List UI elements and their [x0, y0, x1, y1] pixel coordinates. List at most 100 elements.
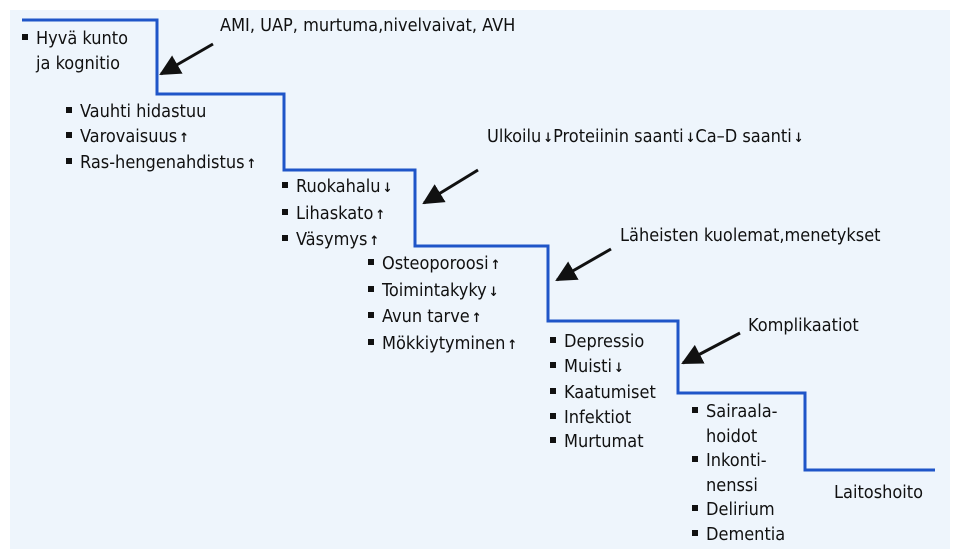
stage4-line: Muisti↓	[550, 355, 656, 382]
annotation3-text: Läheisten kuolemat,menetykset	[620, 224, 881, 249]
decline-staircase-line	[22, 18, 935, 472]
bullet-icon	[550, 337, 556, 343]
annotation1-label: AMI, UAP, murtuma,	[220, 15, 384, 36]
bullet-icon	[550, 412, 556, 419]
annotation1-arrow	[159, 42, 214, 76]
stage1-line: Varovaisuus↑	[66, 125, 256, 152]
bullet-icon	[692, 407, 698, 413]
trend-down-icon: ↓	[614, 360, 624, 376]
annotation1-label: nivelvaivat, AVH	[383, 15, 516, 36]
stage4-line: Kaatumiset	[550, 381, 656, 406]
annotation1-line: AMI, UAP, murtuma,	[220, 15, 383, 36]
annotation2-line: Proteiinin saanti↓	[553, 126, 695, 147]
stage2-line: Ruokahalu↓	[282, 175, 392, 202]
stage1-label: Vauhti hidastuu	[80, 101, 207, 122]
stage6-label: Laitoshoito	[834, 482, 924, 503]
annotation2-line: Ulkoilu↓	[487, 126, 553, 147]
annotation4-label: Komplikaatiot	[748, 315, 859, 336]
diagram-panel	[10, 10, 950, 549]
trend-down-icon: ↓	[685, 131, 696, 146]
annotation2-label: Ca–D saanti	[695, 126, 792, 147]
annotation4-line: Komplikaatiot	[748, 315, 859, 336]
stage5-label: hoidot	[706, 425, 758, 447]
stage3-line: Toimintakyky↓	[368, 279, 517, 306]
annotation2-line: Ca–D saanti↓	[695, 126, 803, 147]
stage6-line: Laitoshoito	[820, 481, 923, 506]
stage3-label: Toimintakyky	[382, 279, 487, 301]
bullet-icon	[368, 338, 374, 345]
stage4-label: Kaatumiset	[564, 382, 656, 403]
stage2-line: Väsymys↑	[282, 228, 392, 255]
bullet-icon	[368, 259, 374, 265]
bullet-icon	[692, 505, 698, 511]
annotation4-text: Komplikaatiot	[748, 314, 859, 339]
trend-up-icon: ↑	[246, 157, 257, 172]
stage5-label: Delirium	[706, 499, 775, 520]
stage0-label: Hyvä kunto	[36, 28, 129, 49]
trend-up-icon: ↑	[507, 337, 518, 353]
stage5-line: Inkonti-	[692, 449, 785, 474]
stage4-line: Infektiot	[550, 406, 656, 431]
bullet-icon	[282, 208, 288, 215]
annotation1-line: nivelvaivat, AVH	[383, 15, 515, 36]
bullet-icon	[368, 312, 374, 318]
stage0-label: ja kognitio	[36, 52, 121, 74]
stage5-label: Dementia	[706, 523, 786, 545]
bullet-icon	[66, 107, 72, 113]
stage5-line: hoidot	[692, 425, 785, 450]
stage1-line: Vauhti hidastuu	[66, 100, 256, 125]
stage1-label: Varovaisuus	[80, 125, 178, 147]
stage5-line: nenssi	[692, 474, 785, 499]
stage0-block: Hyvä kunto ja kognitio	[22, 27, 128, 76]
stage5-line: Dementia	[692, 523, 785, 548]
stage5-label: Sairaala-	[706, 401, 778, 422]
stage4-label: Muisti	[564, 355, 613, 377]
trend-up-icon: ↑	[375, 207, 386, 223]
annotation1-text: AMI, UAP, murtuma,nivelvaivat, AVH	[220, 14, 515, 39]
stage2-line: Lihaskato↑	[282, 202, 392, 229]
stage4-line: Murtumat	[550, 430, 656, 455]
stage3-line: Osteoporoosi↑	[368, 252, 517, 279]
stage5-label: Inkonti-	[706, 450, 767, 471]
stage4-line: Depressio	[550, 330, 656, 355]
stage3-label: Mökkiytyminen	[382, 332, 506, 354]
trend-up-icon: ↑	[179, 130, 189, 146]
bullet-icon	[282, 182, 288, 188]
annotation2-label: Proteiinin saanti	[553, 126, 684, 147]
stage0-line: Hyvä kunto	[22, 27, 128, 52]
stage5-label: nenssi	[706, 474, 758, 496]
bullet-icon	[692, 529, 698, 536]
annotation4-arrow	[681, 331, 741, 365]
stage4-label: Infektiot	[564, 406, 632, 428]
stage4-label: Murtumat	[564, 431, 644, 452]
bullet-icon	[692, 456, 698, 462]
trend-down-icon: ↓	[543, 131, 554, 146]
bullet-icon	[66, 158, 72, 164]
stage1-line: Ras-hengenahdistus↑	[66, 151, 256, 178]
annotation3-label: menetykset	[784, 225, 881, 246]
stage3-label: Avun tarve	[382, 306, 470, 327]
annotation3-line: menetykset	[784, 225, 880, 246]
stage2-label: Ruokahalu	[296, 176, 381, 197]
annotation3-arrow	[555, 247, 612, 282]
annotation2-arrow	[422, 168, 479, 205]
trend-down-icon: ↓	[382, 181, 393, 196]
stage0-line: ja kognitio	[22, 52, 128, 77]
annotation3-label: Läheisten kuolemat,	[620, 225, 785, 246]
bullet-icon	[550, 437, 556, 443]
bullet-icon	[282, 235, 288, 241]
bullet-icon	[550, 388, 556, 394]
stage3-label: Osteoporoosi	[382, 253, 489, 274]
stage1-label: Ras-hengenahdistus	[80, 152, 245, 173]
bullet-icon	[22, 34, 28, 40]
stage6-block: Laitoshoito	[820, 481, 923, 506]
annotation2-label: Ulkoilu	[487, 126, 542, 147]
trend-down-icon: ↓	[488, 284, 499, 300]
stage3-line: Avun tarve↑	[368, 305, 517, 332]
bullet-icon	[550, 361, 556, 368]
stage5-line: Delirium	[692, 498, 785, 523]
